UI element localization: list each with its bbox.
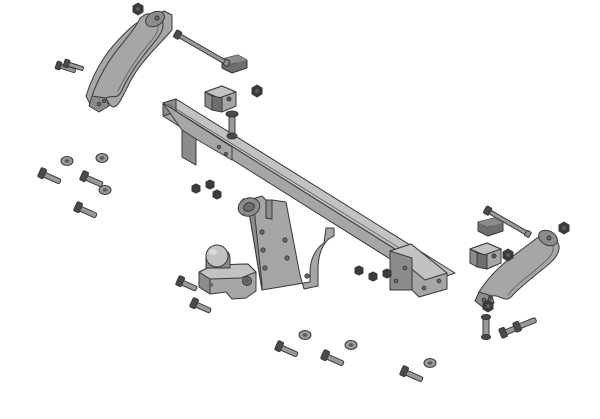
part-tow-ball (198, 244, 257, 300)
hex-bolt (79, 170, 104, 188)
hex-nut (212, 189, 222, 200)
washer (95, 153, 109, 163)
washer (344, 340, 358, 350)
hitch-coupling-ring (237, 197, 261, 217)
hex-bolt (320, 349, 345, 367)
hex-nut-top-right (251, 84, 263, 98)
fastener-cluster-bottom-center (274, 330, 358, 367)
washer (423, 358, 437, 368)
hex-bolt (73, 201, 98, 219)
hex-nut (382, 268, 392, 279)
fastener-cluster-tow-ball (175, 275, 212, 314)
hex-nut (368, 271, 378, 282)
washer (298, 330, 312, 340)
hex-bolt (399, 365, 424, 383)
hex-nut (191, 183, 201, 194)
hex-nut-under-right-arm (482, 299, 494, 313)
stud-bolt-right (481, 313, 491, 341)
hex-bolt (175, 275, 198, 292)
part-right-end-plate (389, 243, 448, 298)
part-left-gusset-plate (162, 102, 233, 166)
hex-nut-cluster-left (191, 179, 222, 200)
hex-nut-cluster-right (354, 265, 392, 282)
bolt-pair-top-left (54, 58, 84, 74)
part-long-bolt-left (173, 29, 231, 67)
hex-nut-right-edge (558, 221, 570, 235)
hex-nut-top-left (132, 2, 144, 16)
hex-bolt (189, 297, 212, 314)
hex-nut (205, 179, 215, 190)
part-left-angle-bracket (204, 85, 237, 113)
stud-bolt-left (225, 110, 239, 140)
hex-bolt (512, 317, 537, 333)
fastener-cluster-lower-left (37, 153, 112, 219)
part-left-clip-plate (221, 54, 248, 74)
fastener-cluster-bottom-right (399, 317, 537, 383)
hex-bolt (274, 340, 299, 358)
part-center-hitch-bracket (237, 195, 335, 291)
part-long-bolt-right (483, 205, 532, 238)
hex-bolt (37, 167, 62, 185)
hex-nut-right-bracket (502, 248, 514, 262)
part-right-angle-bracket (469, 242, 502, 270)
washer (98, 185, 112, 195)
part-left-side-arm (85, 10, 173, 113)
part-right-clip-plate (477, 217, 504, 237)
washer (60, 156, 74, 166)
hex-nut (354, 265, 364, 276)
